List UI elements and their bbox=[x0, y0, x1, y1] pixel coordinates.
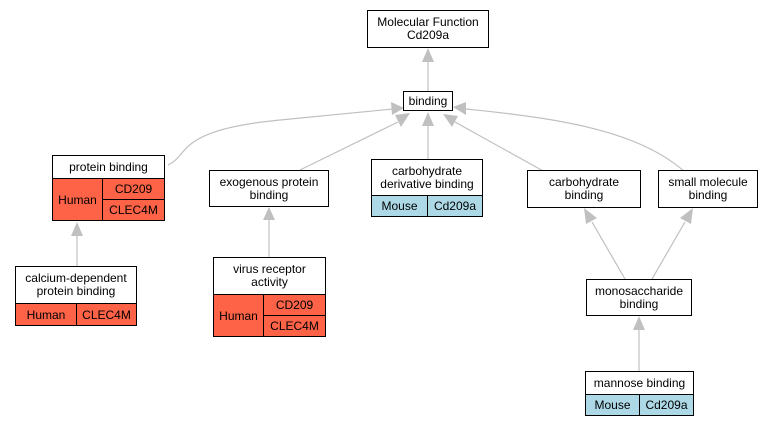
node-label: protein binding bbox=[69, 159, 148, 174]
edge-small-mol-to-binding bbox=[465, 108, 686, 173]
node-label: carbohydrate binding bbox=[548, 175, 620, 202]
node-label: mannose binding bbox=[593, 375, 686, 390]
edge-arrowhead bbox=[680, 208, 693, 224]
node-small-molecule-binding[interactable]: small molecule binding bbox=[658, 170, 758, 208]
gene-cell: CLEC4M bbox=[264, 315, 325, 336]
species-mouse-cell: Mouse bbox=[586, 395, 640, 415]
node-carbohydrate-binding[interactable]: carbohydrate binding bbox=[527, 170, 641, 208]
edge-carb-to-binding bbox=[454, 121, 546, 173]
edge-arrowhead bbox=[453, 102, 466, 115]
node-label: monosaccharide binding bbox=[594, 283, 684, 311]
node-protein-binding[interactable]: protein binding Human CD209 CLEC4M bbox=[52, 155, 165, 221]
species-human-cell: Human bbox=[214, 295, 264, 336]
gene-cell: CD209 bbox=[103, 179, 164, 199]
edge-arrowhead bbox=[71, 222, 83, 236]
edge-arrowhead bbox=[422, 48, 434, 62]
node-label: small molecule binding bbox=[668, 175, 748, 202]
node-carbohydrate-derivative-binding[interactable]: carbohydrate derivative binding Mouse Cd… bbox=[371, 159, 483, 217]
node-label: carbohydrate derivative binding bbox=[380, 163, 474, 191]
edge-arrowhead bbox=[633, 316, 645, 330]
gene-cell: Cd209a bbox=[428, 196, 482, 216]
edge-arrowhead bbox=[395, 113, 410, 127]
node-label: calcium-dependent protein binding bbox=[25, 271, 127, 298]
edge-arrowhead bbox=[263, 207, 275, 220]
species-mouse-cell: Mouse bbox=[372, 196, 428, 216]
node-label: virus receptor activity bbox=[233, 262, 306, 289]
node-exogenous-protein-binding[interactable]: exogenous protein binding bbox=[209, 170, 329, 207]
edge-exogenous-to-binding bbox=[299, 121, 399, 171]
edge-protein-binding-to-binding bbox=[167, 108, 394, 166]
edge-mono-to-small-mol bbox=[651, 221, 686, 280]
node-label: exogenous protein binding bbox=[219, 174, 319, 202]
species-human-cell: Human bbox=[53, 179, 103, 220]
node-label: binding bbox=[408, 93, 448, 108]
node-monosaccharide-binding[interactable]: monosaccharide binding bbox=[586, 279, 692, 316]
gene-cell: CD209 bbox=[264, 295, 325, 315]
node-label: Molecular Function Cd209a bbox=[377, 15, 479, 42]
node-binding[interactable]: binding bbox=[403, 91, 453, 111]
species-human-cell: Human bbox=[16, 304, 77, 325]
node-virus-receptor-activity[interactable]: virus receptor activity Human CD209 CLEC… bbox=[213, 257, 326, 337]
gene-cell: CLEC4M bbox=[103, 199, 164, 220]
node-molecular-function[interactable]: Molecular Function Cd209a bbox=[367, 10, 489, 48]
gene-cell: CLEC4M bbox=[77, 304, 136, 325]
node-calcium-dependent-protein-binding[interactable]: calcium-dependent protein binding Human … bbox=[15, 266, 137, 326]
node-mannose-binding[interactable]: mannose binding Mouse Cd209a bbox=[585, 371, 694, 416]
edge-arrowhead bbox=[584, 208, 597, 224]
gene-cell: Cd209a bbox=[640, 395, 693, 415]
edge-arrowhead bbox=[443, 114, 458, 127]
edge-arrowhead bbox=[391, 102, 404, 115]
edge-mono-to-carb bbox=[591, 221, 626, 280]
edge-arrowhead bbox=[422, 112, 434, 126]
